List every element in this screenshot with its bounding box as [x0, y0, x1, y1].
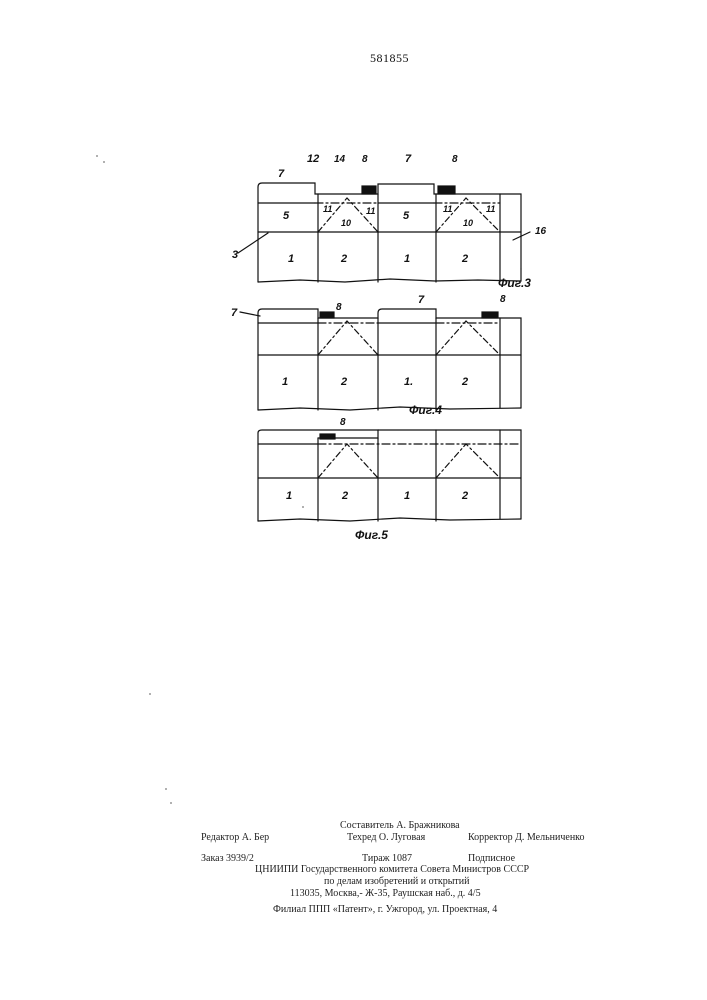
techred-line: Техред О. Луговая — [347, 832, 425, 843]
branch-address: Филиал ППП «Патент», г. Ужгород, ул. Про… — [273, 904, 497, 915]
fig3-label-10-a: 10 — [341, 218, 351, 228]
fig5-label-8: 8 — [340, 417, 346, 428]
order-number: Заказ 3939/2 — [201, 853, 254, 864]
fig3-label-10-b: 10 — [463, 218, 473, 228]
scan-speck — [302, 506, 304, 508]
fig3-label-11-c: 11 — [443, 204, 452, 214]
fig4-label-2-b: 2 — [461, 376, 468, 388]
scan-speck — [103, 161, 105, 163]
fig4-label-1-a: 1 — [282, 376, 288, 388]
fig3-label-8-right: 8 — [452, 154, 458, 165]
fig4-label-8-a: 8 — [336, 302, 342, 313]
fig3-label-3: 3 — [232, 249, 238, 261]
compiler-line: Составитель А. Бражникова — [340, 820, 460, 831]
figure-3-drawing — [238, 183, 530, 282]
fig3-label-7-mid: 7 — [405, 153, 412, 165]
fig5-label-2-a: 2 — [341, 490, 348, 502]
fig3-label-2-b: 2 — [461, 253, 468, 265]
fig4-label-7-mid: 7 — [418, 294, 425, 306]
fig3-label-16: 16 — [535, 226, 547, 237]
fig3-label-1-b: 1 — [404, 253, 410, 265]
fig4-label-2-a: 2 — [340, 376, 347, 388]
scan-speck — [96, 155, 98, 157]
figure-5-labels: 8 1 2 1 2 Фиг.5 — [286, 417, 468, 542]
institute-line-1: ЦНИИПИ Государственного комитета Совета … — [255, 864, 529, 875]
scan-speck — [165, 788, 167, 790]
fig3-label-11-b: 11 — [366, 206, 375, 216]
fig3-label-14: 14 — [334, 154, 346, 165]
scan-speck — [170, 802, 172, 804]
editor-line: Редактор А. Бер — [201, 832, 269, 843]
fig3-label-11-d: 11 — [486, 204, 495, 214]
fig3-label-8-mid: 8 — [362, 154, 368, 165]
fig5-label-1-a: 1 — [286, 490, 292, 502]
subscription-note: Подписное — [468, 853, 515, 864]
fig3-label-5-mid: 5 — [403, 210, 410, 222]
fig4-caption: Фиг.4 — [409, 403, 442, 417]
fig4-label-7-left: 7 — [231, 307, 238, 319]
scan-speck — [149, 693, 151, 695]
fig3-label-11-a: 11 — [323, 204, 332, 214]
fig4-label-8-b: 8 — [500, 294, 506, 305]
institute-address: 113035, Москва,- Ж-35, Раушская наб., д.… — [290, 888, 481, 899]
fig3-label-7-left: 7 — [278, 168, 285, 180]
corrector-line: Корректор Д. Мельниченко — [468, 832, 585, 843]
institute-line-2: по делам изобретений и открытий — [324, 876, 470, 887]
figure-5-drawing — [258, 430, 521, 521]
fig5-label-2-b: 2 — [461, 490, 468, 502]
fig3-label-12: 12 — [307, 153, 319, 165]
fig3-label-5-left: 5 — [283, 210, 290, 222]
circulation: Тираж 1087 — [362, 853, 412, 864]
figure-4-drawing — [240, 309, 521, 410]
figure-3-labels: 7 12 14 8 7 8 5 11 10 11 5 11 10 11 3 16… — [232, 153, 547, 290]
fig4-label-1-b: 1. — [404, 376, 413, 388]
fig3-label-2-a: 2 — [340, 253, 347, 265]
fig5-caption: Фиг.5 — [355, 528, 388, 542]
fig3-label-1-a: 1 — [288, 253, 294, 265]
fig5-label-1-b: 1 — [404, 490, 410, 502]
fig3-caption: Фиг.3 — [498, 276, 531, 290]
